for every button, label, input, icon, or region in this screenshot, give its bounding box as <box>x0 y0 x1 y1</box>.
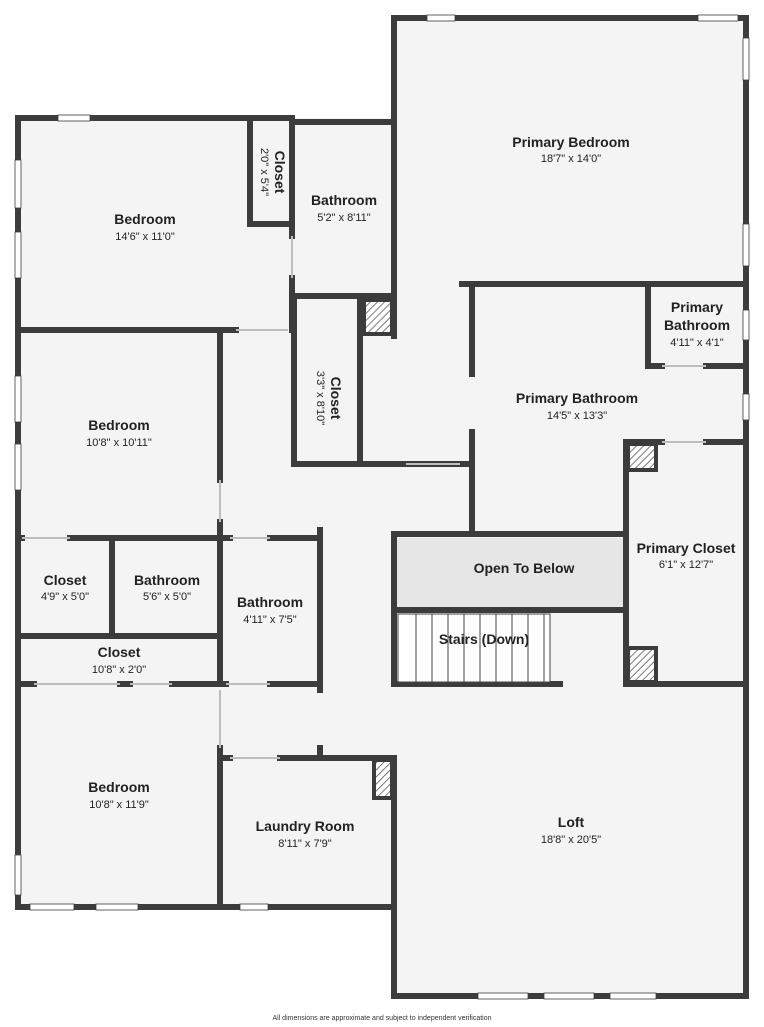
bathroom-2-dim: 5'6" x 5'0" <box>143 591 191 603</box>
closet-3-dim: 4'9" x 5'0" <box>41 591 89 603</box>
closet-1-dim: 2'0" x 5'4" <box>258 148 270 196</box>
bedroom-3-dim: 10'8" x 11'9" <box>89 799 149 811</box>
bathroom-3-dim: 4'11" x 7'5" <box>243 614 296 626</box>
windows <box>14 14 750 1000</box>
disclaimer-footer: All dimensions are approximate and subje… <box>272 1015 492 1022</box>
bedroom-1-label: Bedroom <box>114 211 175 227</box>
bathroom-2-label: Bathroom <box>134 572 200 588</box>
bedroom-2-dim: 10'8" x 10'11" <box>86 437 152 449</box>
floor-areas <box>18 18 746 996</box>
closet-2-label: Closet <box>328 377 344 420</box>
bedroom-2-label: Bedroom <box>88 417 149 433</box>
open-to-below-label: Open To Below <box>474 560 575 576</box>
closet-1-label: Closet <box>272 151 288 194</box>
stairs-treads <box>397 613 551 683</box>
primary-bedroom-dim: 18'7" x 14'0" <box>541 153 601 165</box>
bedroom-3-label: Bedroom <box>88 779 149 795</box>
walls <box>15 15 749 999</box>
bathroom-3-label: Bathroom <box>237 594 303 610</box>
laundry-room-dim: 8'11" x 7'9" <box>278 838 331 850</box>
closet-2-dim: 3'3" x 8'10" <box>314 371 326 425</box>
hatched-chases <box>362 298 658 800</box>
primary-bathroom-small-label-2: Bathroom <box>664 317 730 333</box>
closet-4-label: Closet <box>98 644 141 660</box>
primary-bathroom-small-label-1: Primary <box>671 299 723 315</box>
bathroom-1-dim: 5'2" x 8'11" <box>317 212 370 224</box>
closet-3-label: Closet <box>44 572 87 588</box>
stairs-label: Stairs (Down) <box>439 631 529 647</box>
bathroom-1-label: Bathroom <box>311 192 377 208</box>
bedroom-1-dim: 14'6" x 11'0" <box>115 231 175 243</box>
open-to-below-area <box>394 538 626 608</box>
primary-bathroom-label: Primary Bathroom <box>516 390 638 406</box>
primary-bedroom-label: Primary Bedroom <box>512 134 629 150</box>
primary-closet-label: Primary Closet <box>637 540 736 556</box>
closet-4-dim: 10'8" x 2'0" <box>92 664 146 676</box>
laundry-room-label: Laundry Room <box>256 818 355 834</box>
primary-closet-dim: 6'1" x 12'7" <box>659 559 713 571</box>
primary-bathroom-small-dim: 4'11" x 4'1" <box>670 337 723 349</box>
doorways <box>22 236 706 759</box>
loft-dim: 18'8" x 20'5" <box>541 834 601 846</box>
loft-label: Loft <box>558 814 585 830</box>
primary-bathroom-dim: 14'5" x 13'3" <box>547 410 607 422</box>
